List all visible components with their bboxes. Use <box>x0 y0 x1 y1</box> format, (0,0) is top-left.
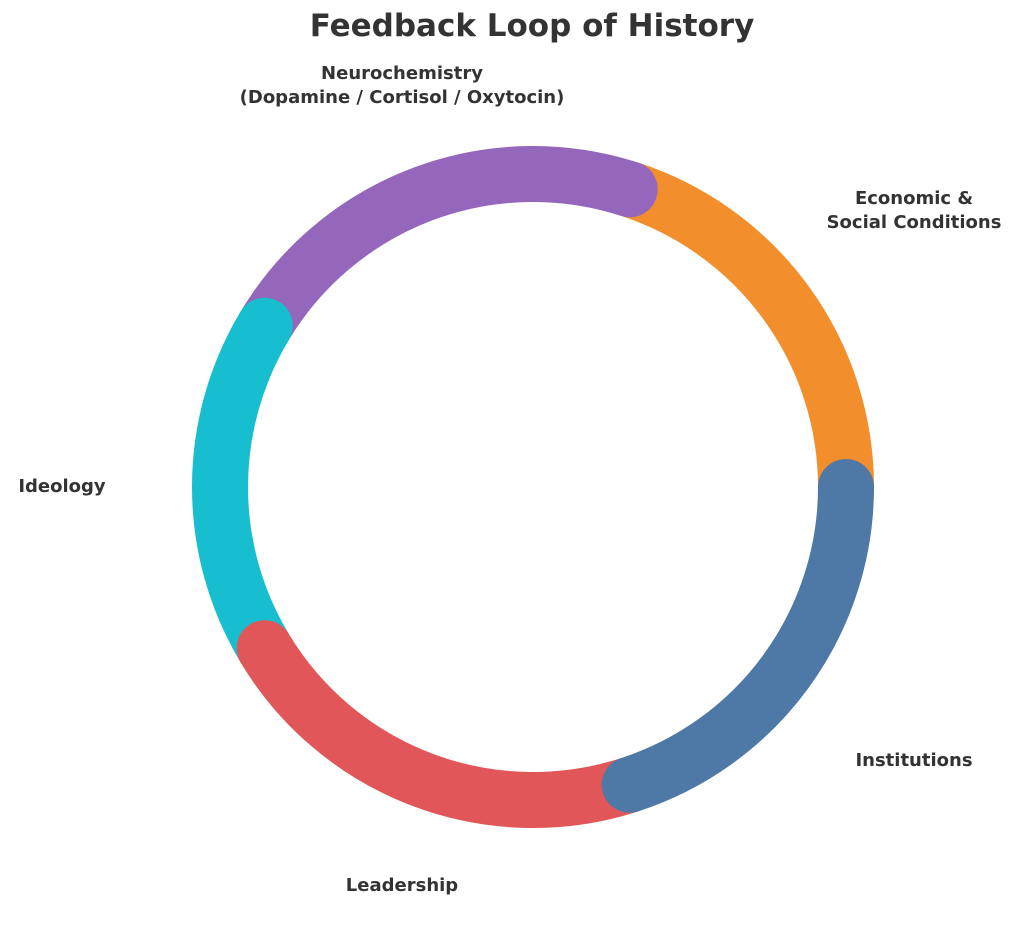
node-label-institutions: Institutions <box>855 749 972 773</box>
ring-segment-ideology <box>192 297 293 677</box>
node-label-neurochemistry: Neurochemistry (Dopamine / Cortisol / Ox… <box>240 62 565 110</box>
node-label-line: Leadership <box>345 875 459 896</box>
diagram-title: Feedback Loop of History <box>309 8 755 44</box>
node-label-line: (Dopamine / Cortisol / Oxytocin) <box>239 87 565 108</box>
ring-segment-neurochemistry <box>236 146 658 354</box>
node-label-line: Ideology <box>18 476 106 497</box>
ring-segment-economic <box>601 161 874 515</box>
node-label-ideology: Ideology <box>18 475 105 499</box>
ring-segment-leadership <box>236 620 658 828</box>
node-label-line: Economic & <box>854 188 974 209</box>
node-label-line: Social Conditions <box>826 212 1002 233</box>
node-label-leadership: Leadership <box>346 874 458 898</box>
node-label-line: Institutions <box>855 750 973 771</box>
node-label-line: Neurochemistry <box>321 63 483 84</box>
ring-segment-institutions <box>601 459 874 813</box>
node-label-economic: Economic & Social Conditions <box>827 187 1002 235</box>
